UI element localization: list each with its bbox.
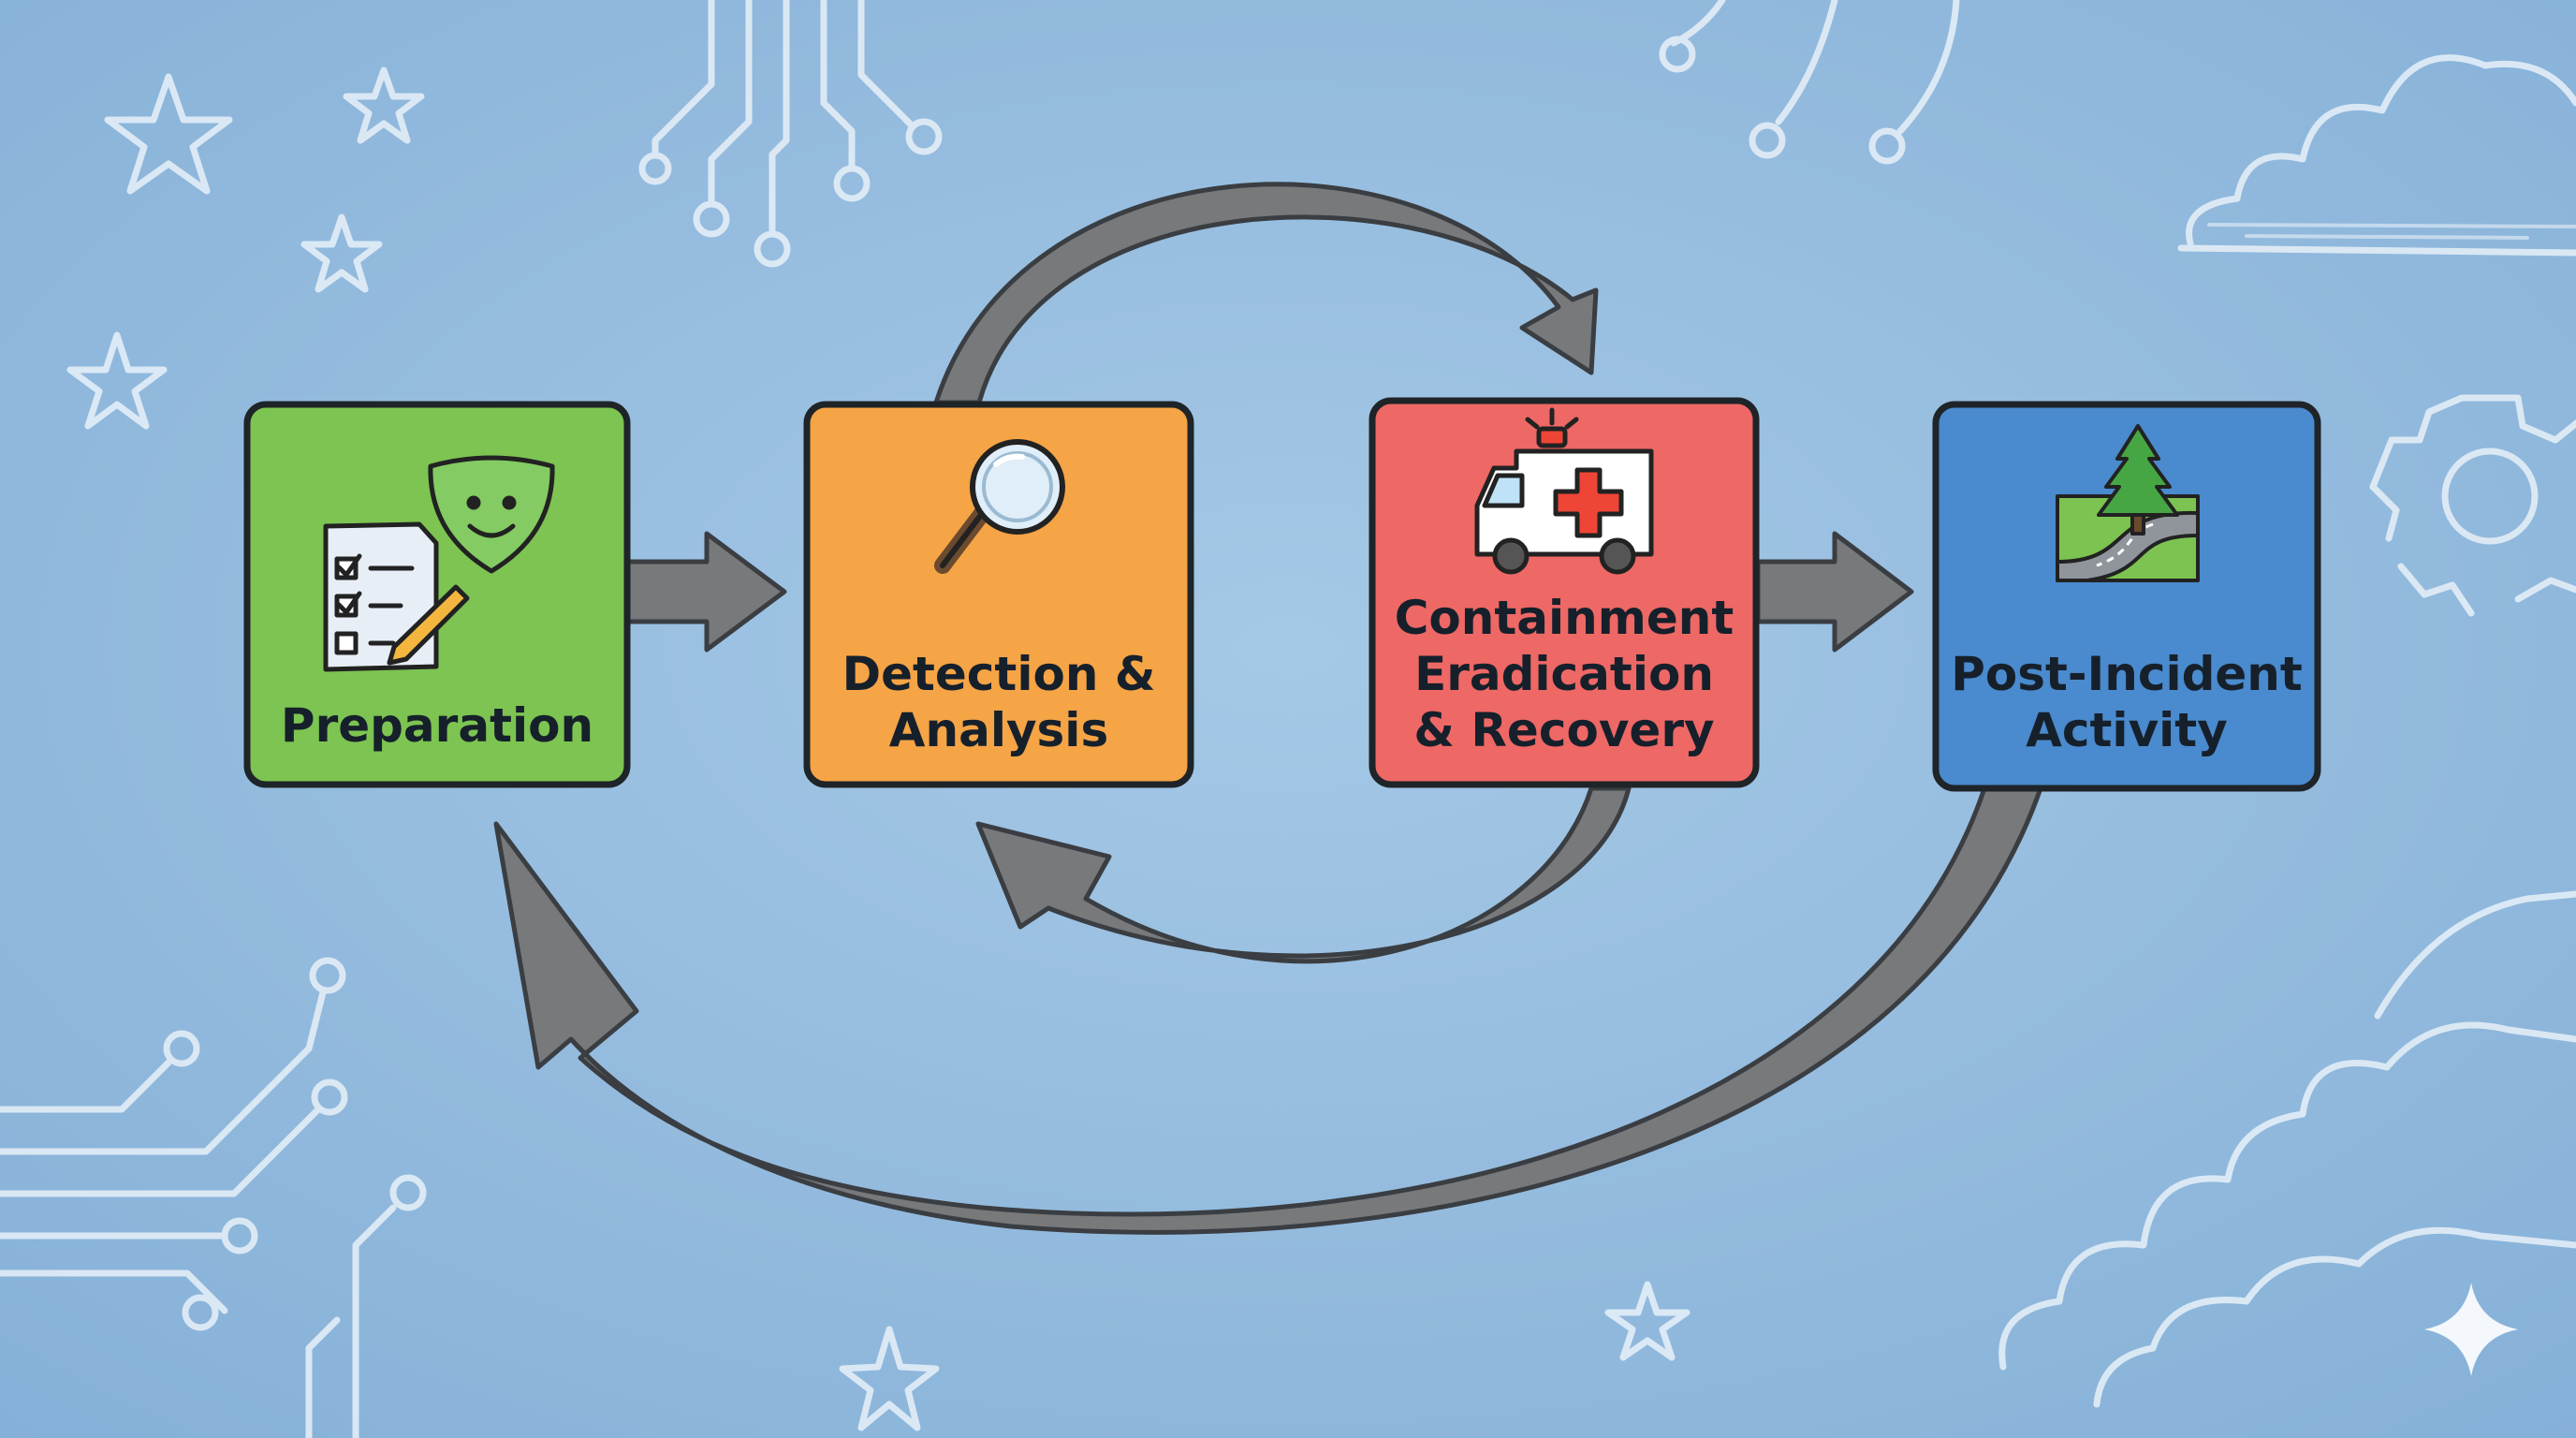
stage-box-post-incident: [1932, 401, 2321, 792]
cloud-icon: [1998, 890, 2576, 1408]
gear-icon: [2369, 394, 2576, 617]
star-icon: [300, 213, 383, 293]
star-icon: [1604, 1281, 1690, 1361]
stage-label-preparation: Preparation: [280, 698, 594, 753]
road-tree-icon: [2056, 424, 2200, 582]
star-icon: [343, 66, 425, 144]
star-icon: [104, 73, 233, 195]
stage-box-detection: [803, 401, 1194, 788]
outer-return-arrow: [493, 785, 2043, 1235]
inner-return-arrow: [975, 785, 1632, 964]
circuit-lines-icon: [638, 0, 943, 268]
stage-label-containment: Containment Eradication & Recovery: [1394, 591, 1734, 757]
star-icon: [66, 331, 168, 430]
stage-label-detection: Detection & Analysis: [842, 647, 1156, 757]
stage-label-post-incident: Post-Incident Activity: [1951, 647, 2303, 757]
right-arrow-1: [624, 531, 787, 653]
magnifying-glass-icon: [934, 439, 1065, 574]
circuit-lines-icon: [0, 957, 427, 1438]
right-arrow-2: [1755, 531, 1914, 653]
top-loop-arrow: [933, 182, 1599, 405]
checklist-shield-icon: [323, 455, 555, 672]
sparkle-icon: [2424, 1283, 2518, 1376]
stage-box-containment: [1368, 397, 1760, 788]
circuit-lines-icon: [1659, 0, 1960, 165]
cloud-icon: [2177, 54, 2576, 257]
star-icon: [839, 1326, 940, 1431]
ambulance-icon: [1474, 407, 1654, 575]
